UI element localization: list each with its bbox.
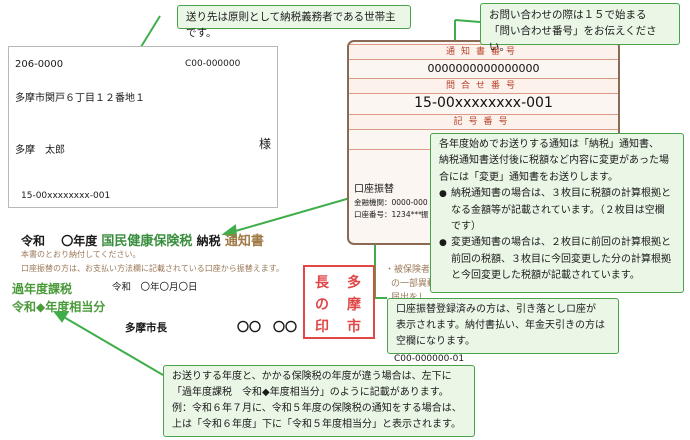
bullet-tax-notice: 納税通知書の場合は、３枚目に税額の計算根拠と なる金額等が記載されています。（２… — [439, 186, 675, 235]
slip-notice-number: 0000000000000000 — [427, 62, 540, 75]
kanendo-year: 令和◆年度相当分 — [12, 300, 106, 314]
bottom-code: C00-000000-01 — [394, 354, 465, 364]
notice-date: 令和 〇年〇月〇日 — [112, 282, 198, 293]
slip-inquiry-number: 15-00xxxxxxxx-001 — [414, 95, 553, 111]
kanendo-label: 過年度課税 — [12, 282, 73, 296]
customer-code: C00-000000 — [185, 59, 241, 69]
title-year: 年度 — [73, 234, 98, 248]
side-note-2: の一部異動 — [391, 279, 437, 289]
honorific: 様 — [259, 137, 272, 151]
notice-line-1: 本書のとおり納付してください。 — [21, 250, 141, 259]
callout-inquiry: お問い合わせの際は１５で始まる 「問い合わせ番号」をお伝えください。 — [480, 3, 680, 53]
connector-inquiry-h — [454, 19, 481, 23]
callout-account: 口座振替登録済みの方は、引き落としロ座が 表示されます。納付書払い、年金天引きの… — [387, 298, 619, 354]
address-label: 206-0000 C00-000000 多摩市関戸６丁目１２番地１ 多摩 太郎 … — [8, 46, 278, 208]
side-note-1: ・被保険者の — [385, 265, 440, 275]
title-tsuchisho: 通知書 — [224, 234, 264, 249]
recipient-name: 多摩 太郎 — [15, 145, 65, 156]
title-circle: 〇 — [61, 234, 74, 248]
slip-account: 口座番号：1234*** — [354, 210, 422, 219]
inquiry-number-label: 15-00xxxxxxxx-001 — [21, 191, 111, 201]
slip-header-code: 記号番号 — [349, 114, 618, 130]
recipient-address: 多摩市関戸６丁目１２番地１ — [15, 93, 145, 104]
bullet-change-notice: 変更通知書の場合は、２枚目に前回の計算根拠と 前回の税額、３枚目に今回変更した分… — [439, 235, 675, 284]
slip-header-inquiry: 問合せ番号 — [349, 78, 618, 94]
slip-bank: 金融機関：0000-000 — [354, 198, 428, 207]
callout-notice-type: 各年度始めでお送りする通知は「納税」通知書、 納税通知書送付後に税額など内容に変… — [430, 133, 684, 293]
mayor-name: 〇〇 〇〇 — [237, 320, 298, 334]
slip-account-tail: 振 — [421, 210, 429, 219]
title-kokuho: 国民健康保険税 — [101, 234, 193, 249]
postal-code: 206-0000 — [15, 59, 64, 70]
slip-furikae: 口座振替 — [354, 184, 394, 195]
notice-line-2: 口座振替の方は、お支払い方法欄に記載されている口座から振替えます。 — [21, 264, 284, 273]
mayor-title: 多摩市長 — [125, 322, 167, 334]
callout-recipient: 送り先は原則として納税義務者である世帯主です。 — [177, 5, 411, 39]
mayor-seal: 長 多 の 摩 印 市 — [303, 265, 375, 339]
title-nozei: 納税 — [196, 234, 221, 248]
notice-title: 令和 〇年度 国民健康保険税 納税 通知書 — [21, 230, 264, 249]
title-reiwa: 令和 — [21, 234, 46, 248]
callout-kanendo: お送りする年度と、かかる保険税の年度が違う場合は、左下に 「過年度課税 令和◆年… — [163, 365, 475, 437]
